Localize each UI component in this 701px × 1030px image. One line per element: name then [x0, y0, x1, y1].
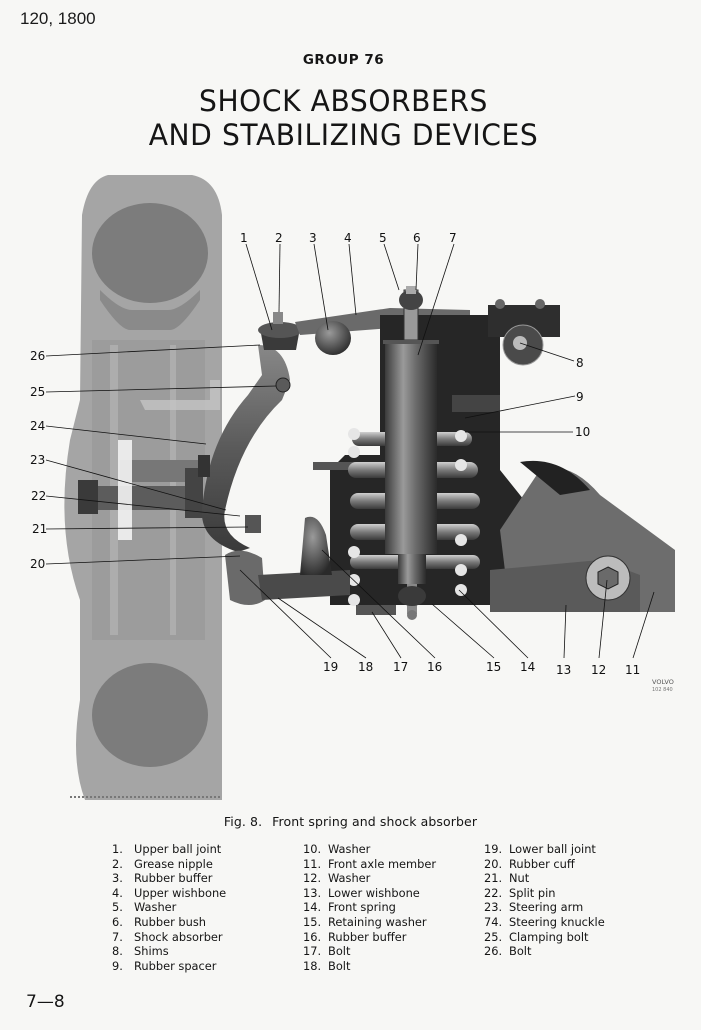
legend-item: 22.Split pin: [484, 885, 556, 900]
vehicle-models: 120, 1800: [20, 9, 96, 28]
callout-24: 24: [30, 419, 45, 433]
page-title-line1: SHOCK ABSORBERS: [199, 84, 488, 118]
legend-item: 2.Grease nipple: [112, 856, 213, 871]
steering-knuckle: [198, 312, 302, 605]
callout-11: 11: [625, 663, 640, 677]
legend-item: 3.Rubber buffer: [112, 871, 213, 886]
figure-caption-text: Front spring and shock absorber: [272, 814, 478, 829]
legend-item: 1.Upper ball joint: [112, 842, 222, 856]
legend-item: 9.Rubber spacer: [112, 958, 217, 973]
legend-item: 4.Upper wishbone: [112, 885, 227, 900]
callout-15: 15: [486, 660, 501, 674]
callout-17: 17: [393, 660, 408, 674]
legend-item: 5.Washer: [112, 900, 177, 915]
callout-2: 2: [275, 231, 283, 245]
lower-wishbone: [258, 460, 675, 615]
callout-14: 14: [520, 660, 535, 674]
callout-5: 5: [379, 231, 387, 245]
legend-item: 25.Clamping bolt: [484, 929, 589, 944]
callout-23: 23: [30, 453, 45, 467]
callout-3: 3: [309, 231, 317, 245]
parts-legend-column-3: 19.Lower ball joint 20.Rubber cuff 21.Nu…: [484, 842, 605, 959]
page-number: 7—8: [26, 992, 65, 1012]
legend-item: 12.Washer: [303, 871, 371, 886]
legend-item: 18.Bolt: [303, 958, 351, 973]
legend-item: 10.Washer: [303, 842, 371, 856]
legend-item: 21.Nut: [484, 871, 530, 886]
legend-item: 74.Steering knuckle: [484, 914, 605, 929]
volvo-watermark-number: 102 840: [652, 687, 673, 693]
callout-10: 10: [575, 425, 590, 439]
callout-13: 13: [556, 663, 571, 677]
suspension-illustration: 1 2 3 4 5 6 7 8 9 10 26 25 24 23 22 21 2…: [0, 160, 701, 810]
callout-21: 21: [32, 522, 47, 536]
callout-12: 12: [591, 663, 606, 677]
callout-4: 4: [344, 231, 352, 245]
callout-7: 7: [449, 231, 457, 245]
group-heading: GROUP 76: [302, 52, 385, 68]
legend-item: 13.Lower wishbone: [303, 885, 420, 900]
legend-item: 23.Steering arm: [484, 900, 584, 915]
volvo-watermark: VOLVO: [652, 678, 674, 686]
legend-item: 7.Shock absorber: [112, 929, 223, 944]
callout-9: 9: [576, 390, 584, 404]
callout-6: 6: [413, 231, 421, 245]
figure-label: Fig. 8.: [223, 814, 263, 829]
parts-legend-column-1: 1.Upper ball joint 2.Grease nipple 3.Rub…: [112, 842, 226, 973]
callout-18: 18: [358, 660, 373, 674]
legend-item: 14.Front spring: [303, 900, 396, 915]
legend-item: 19.Lower ball joint: [484, 842, 596, 856]
callout-20: 20: [30, 557, 45, 571]
legend-item: 26.Bolt: [484, 944, 532, 959]
callout-26: 26: [30, 349, 45, 363]
leader-lines: [45, 243, 655, 659]
callout-19: 19: [323, 660, 338, 674]
page-title-line2: AND STABILIZING DEVICES: [148, 118, 539, 152]
callout-8: 8: [576, 356, 584, 370]
legend-item: 15.Retaining washer: [303, 914, 427, 929]
callout-16: 16: [427, 660, 442, 674]
legend-item: 17.Bolt: [303, 944, 351, 959]
legend-item: 8.Shims: [112, 944, 169, 959]
shock-absorber: [383, 286, 439, 620]
legend-item: 20.Rubber cuff: [484, 856, 575, 871]
legend-item: 16.Rubber buffer: [303, 929, 407, 944]
callout-1: 1: [240, 231, 248, 245]
figure-caption: Fig. 8. Front spring and shock absorber: [0, 814, 701, 829]
callout-22: 22: [31, 489, 46, 503]
legend-item: 11.Front axle member: [303, 856, 437, 871]
callout-25: 25: [30, 385, 45, 399]
parts-legend-column-2: 10.Washer 11.Front axle member 12.Washer…: [303, 842, 436, 973]
legend-item: 6.Rubber bush: [112, 914, 206, 929]
